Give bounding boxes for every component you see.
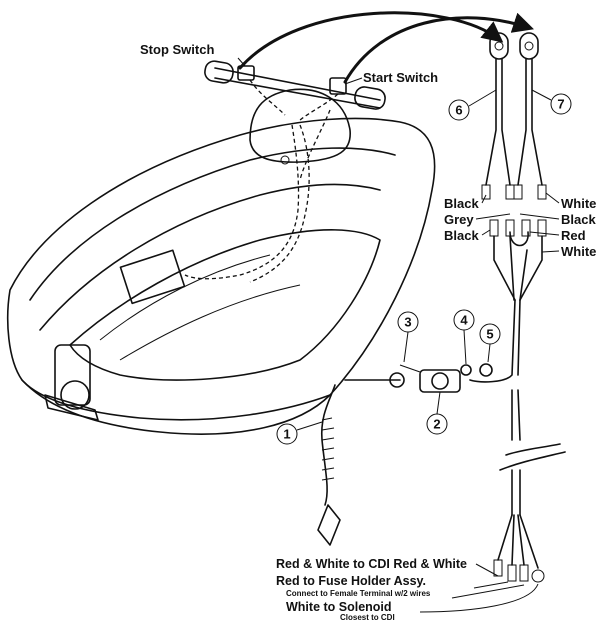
wire-label-red: Red (561, 228, 586, 243)
wire-label-black-2: Black (444, 228, 479, 243)
svg-text:2: 2 (433, 417, 440, 432)
callout-3: 3 (397, 311, 419, 363)
svg-text:7: 7 (557, 97, 564, 112)
stop-switch-label: Stop Switch (140, 42, 214, 57)
svg-text:5: 5 (486, 327, 493, 342)
wiring-harness (469, 32, 566, 583)
wire-label-grey: Grey (444, 212, 474, 227)
stop-switch-connector-arrow (238, 11, 504, 70)
fuse-note: Red to Fuse Holder Assy. (276, 574, 426, 588)
svg-text:6: 6 (455, 103, 462, 118)
callout-5: 5 (479, 323, 501, 363)
callout-7: 7 (531, 89, 572, 115)
wire-label-white-1: White (561, 196, 596, 211)
svg-text:4: 4 (460, 313, 468, 328)
wire-label-white-2: White (561, 244, 596, 259)
wire-label-black-right: Black (561, 212, 596, 227)
lanyard-assembly (317, 363, 493, 546)
wire-label-black-1: Black (444, 196, 479, 211)
callout-2: 2 (426, 391, 448, 435)
solenoid-note: White to Solenoid (286, 600, 392, 614)
start-switch-label: Start Switch (363, 70, 438, 85)
fuse-subnote: Connect to Female Terminal w/2 wires (286, 589, 431, 598)
callout-4: 4 (453, 309, 475, 365)
handlebar (184, 60, 386, 283)
svg-text:3: 3 (404, 315, 411, 330)
solenoid-subnote: Closest to CDI (340, 613, 395, 622)
callout-1: 1 (276, 421, 323, 445)
cdi-note: Red & White to CDI Red & White (276, 557, 467, 571)
callout-6: 6 (448, 89, 497, 121)
watercraft-hull (6, 88, 436, 435)
svg-text:1: 1 (283, 427, 290, 442)
start-switch-connector-arrow (343, 12, 534, 84)
